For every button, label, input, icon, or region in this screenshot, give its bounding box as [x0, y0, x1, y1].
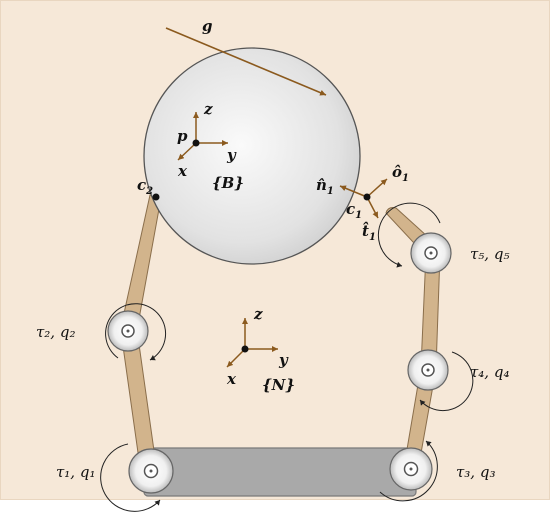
tangent-t-label: t̂1 [362, 221, 376, 243]
joint-1-label: τ₁, q₁ [56, 463, 95, 481]
contact-2-symbol: c [137, 176, 146, 194]
body-frame [177, 112, 228, 161]
tangent-o-label: ô1 [392, 163, 409, 184]
contact-point-2 [152, 193, 160, 201]
base-frame [226, 318, 278, 368]
contact-1-symbol: c [346, 200, 355, 218]
joint-5 [377, 202, 452, 274]
base-z-label: z [253, 305, 263, 323]
gravity-label: g [202, 17, 213, 35]
left-distal-link [120, 194, 162, 331]
base-y-label: y [278, 351, 289, 369]
gravity-arrow [165, 27, 327, 96]
joint-4-label: τ₄, q₄ [470, 363, 509, 381]
tangent-o-subscript: 1 [402, 173, 409, 184]
body-frame-label: {B} [212, 174, 244, 192]
joint-1 [100, 443, 174, 512]
normal-label: n̂1 [316, 176, 334, 197]
joint-2-label: τ₂, q₂ [36, 323, 75, 341]
normal-symbol: n̂ [316, 176, 327, 194]
contact-frame-1 [339, 178, 388, 219]
contact-1-subscript: 1 [355, 210, 362, 221]
contact-2-label: c2 [137, 176, 153, 197]
palm-link [143, 447, 417, 497]
tangent-t-symbol: t̂ [362, 221, 369, 240]
body-z-label: z [203, 100, 213, 118]
grasped-object [143, 47, 361, 265]
base-x-label: x [226, 370, 237, 388]
normal-subscript: 1 [327, 186, 334, 197]
joint-4 [407, 349, 474, 412]
body-x-label: x [177, 162, 188, 180]
contact-1-label: c1 [346, 200, 362, 221]
joint-3-label: τ₃, q₃ [456, 463, 495, 481]
base-frame-label: {N} [262, 376, 295, 394]
tangent-t-subscript: 1 [369, 232, 376, 243]
contact-2-subscript: 2 [145, 186, 153, 197]
joint-2 [105, 303, 167, 361]
body-y-label: y [226, 146, 237, 164]
joint-3 [379, 440, 438, 502]
joint-5-label: τ₅, q₅ [470, 245, 509, 263]
tangent-o-symbol: ô [392, 163, 402, 181]
body-point-label: p [177, 127, 188, 145]
